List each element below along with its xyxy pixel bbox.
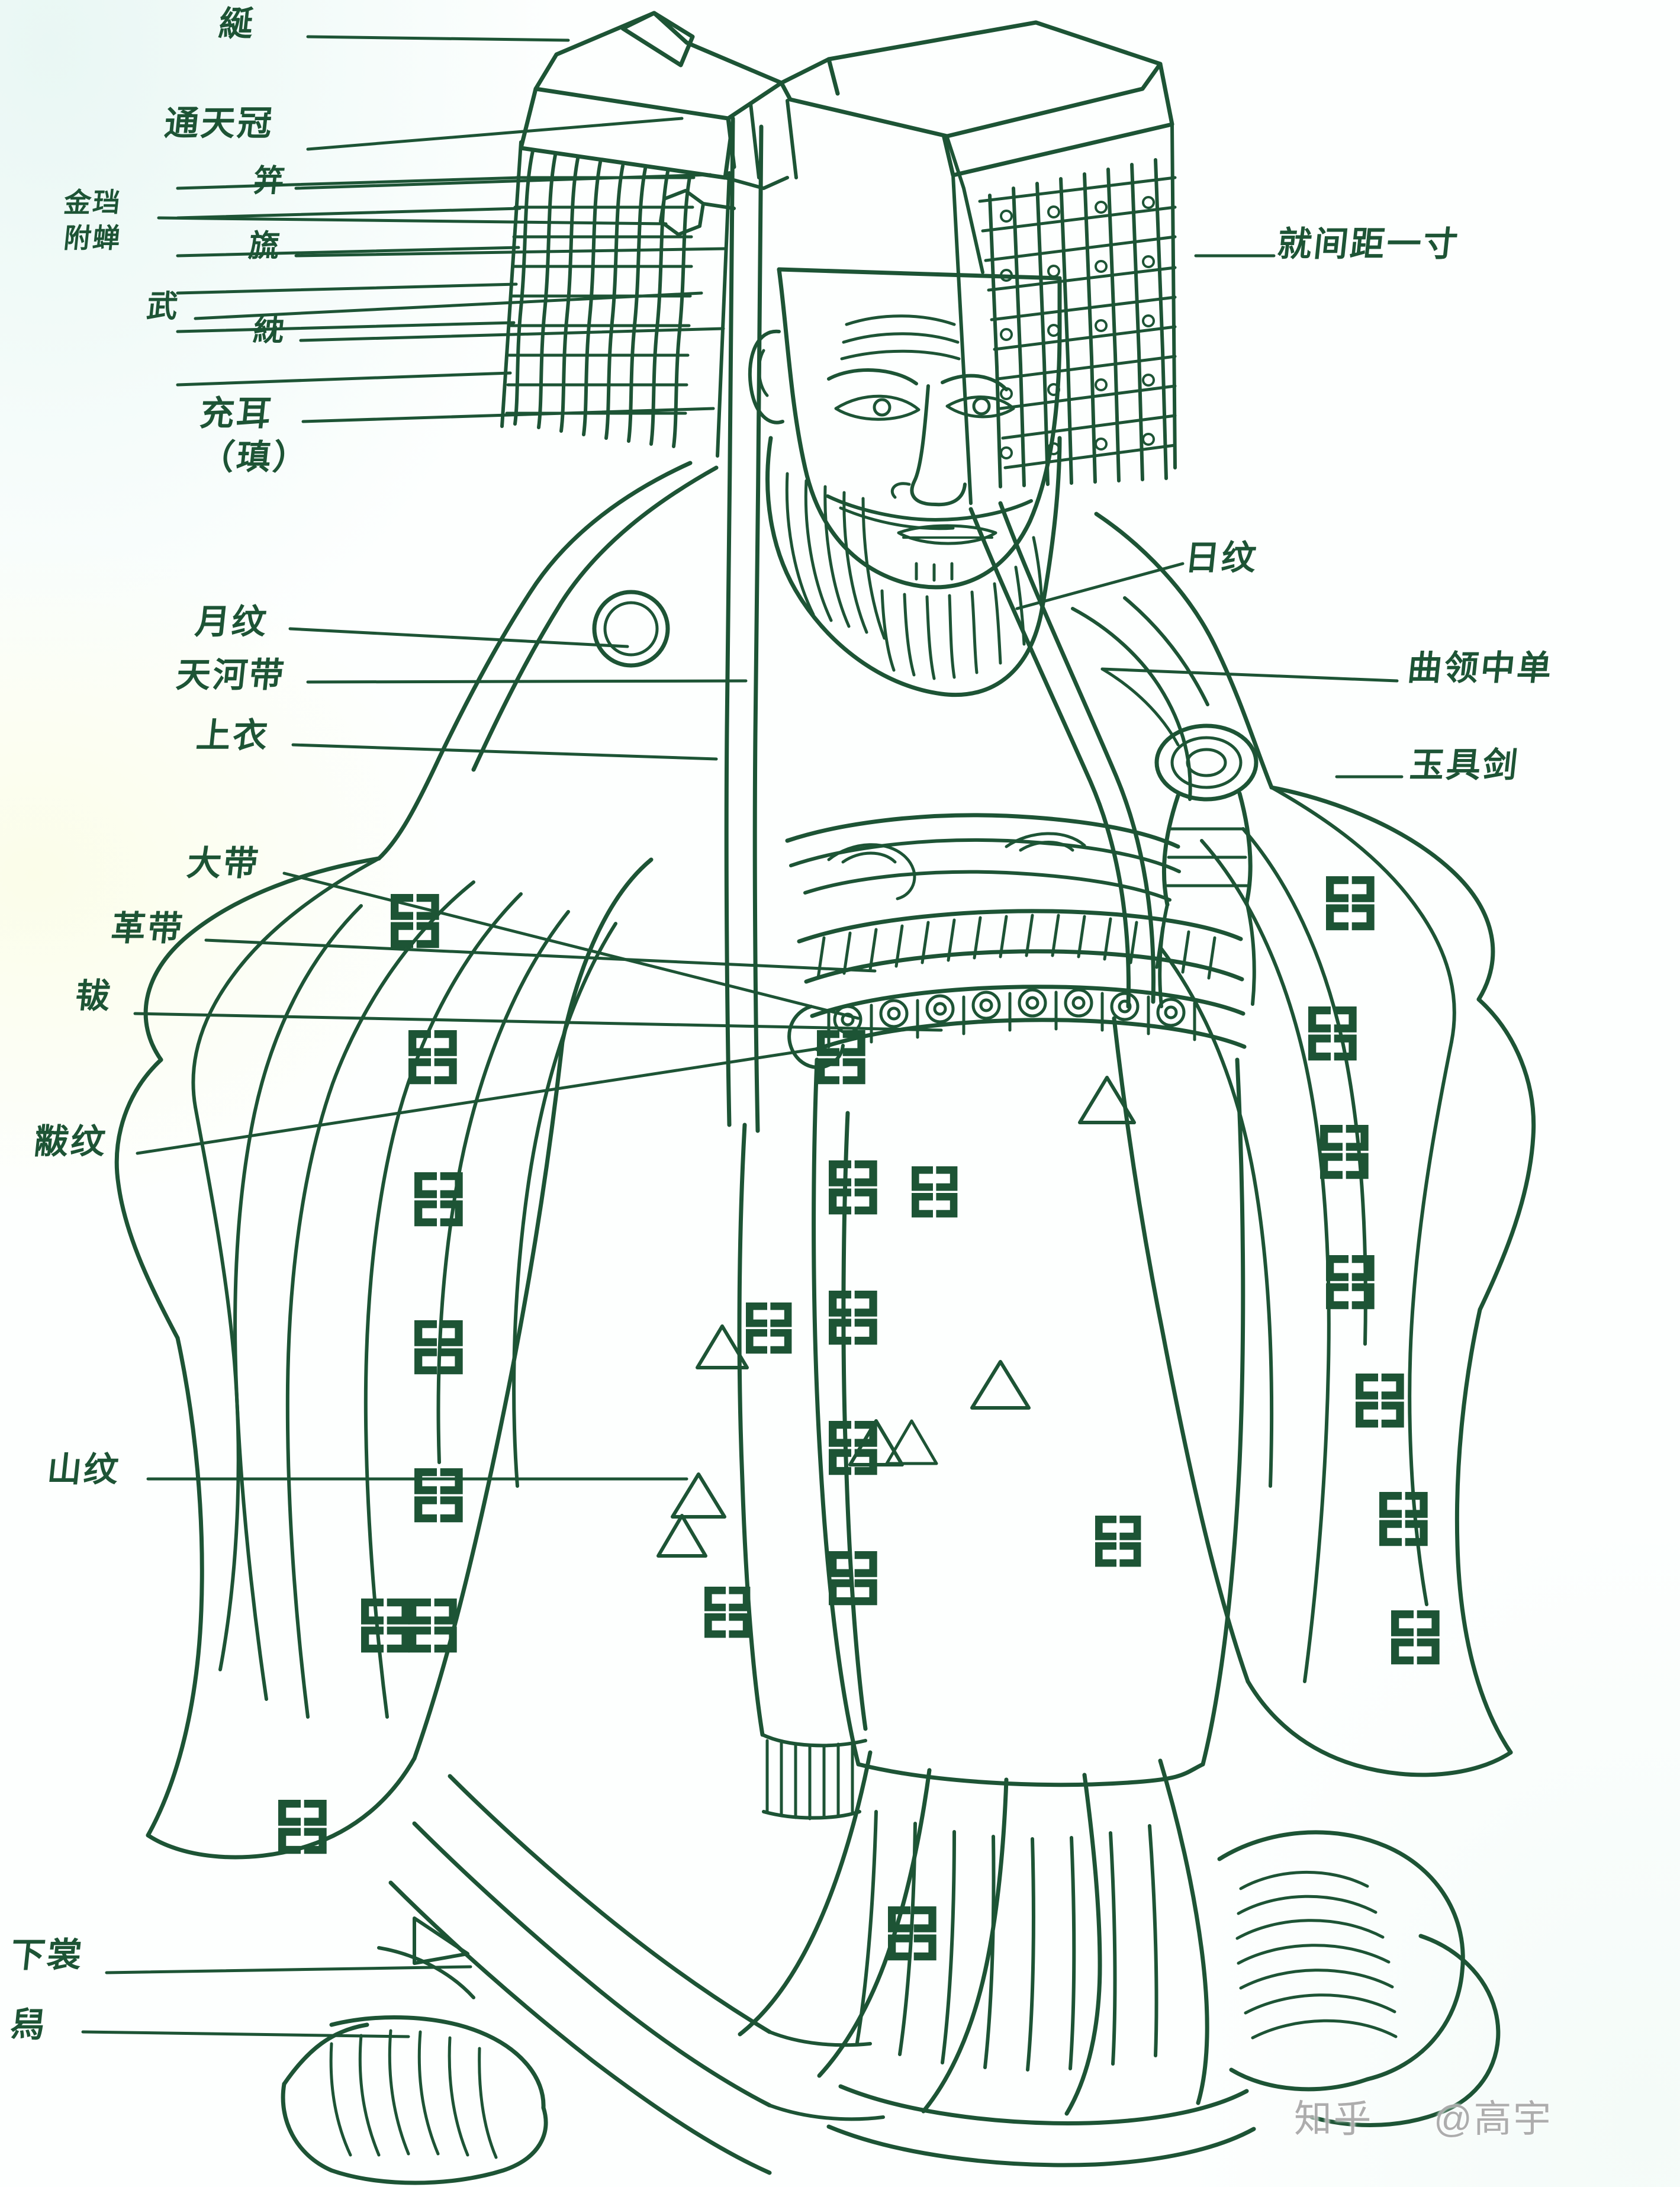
label-shangyi: 上衣 — [194, 716, 272, 755]
leader-line-jindang — [157, 216, 668, 226]
crown-beads-right — [945, 124, 1177, 505]
robe-upper — [376, 461, 1274, 1008]
leader-line-xiachang — [105, 1965, 472, 1974]
label-jindang: 金珰 — [62, 187, 124, 218]
leader-line-tongtianguan — [306, 117, 684, 151]
label-hong: 紞 — [251, 313, 288, 348]
shoes — [281, 1916, 548, 2185]
emperor-head — [724, 116, 1156, 1133]
label-xiachang: 下裳 — [8, 1936, 86, 1974]
watermark-handle: @高宇 — [1434, 2098, 1553, 2140]
label-shanwen: 山纹 — [45, 1451, 123, 1489]
leader-line-tianhedai — [306, 679, 748, 684]
leader-line-bi — [294, 173, 712, 190]
label-yan: 綖 — [217, 5, 258, 43]
shan-pattern-motifs — [656, 1076, 1136, 1558]
chest-panel — [785, 813, 1247, 1069]
label-riwen: 日纹 — [1183, 539, 1260, 577]
leader-line-wu — [194, 291, 703, 320]
label-yujujian: 玉具剑 — [1408, 746, 1521, 784]
label-chonger: 充耳 — [198, 394, 275, 433]
right-drapery — [1217, 1830, 1501, 2127]
leader-line-liu — [294, 247, 727, 258]
label-qulingzhongdan: 曲领中单 — [1405, 649, 1556, 687]
label-xi: 舄 — [8, 2006, 49, 2044]
label-chonger2: （瑱） — [198, 438, 311, 477]
leader-line-dadai — [282, 871, 860, 1020]
leader-line-riwen — [1015, 562, 1185, 610]
label-yuewen: 月纹 — [193, 603, 271, 641]
robe-lower — [388, 1057, 1256, 2175]
leader-line-yan — [306, 35, 570, 42]
label-tianhedai: 天河带 — [174, 656, 288, 694]
label-liu: 旒 — [246, 229, 284, 263]
label-bi: 笄 — [251, 164, 288, 198]
leader-line-gedai — [204, 938, 877, 973]
label-wu: 武 — [144, 290, 182, 324]
left-sleeve — [114, 856, 654, 1860]
label-jiujianju: 就间距一寸 — [1275, 225, 1462, 263]
label-fuchan: 附蝉 — [62, 223, 124, 253]
leader-line-qulingzhongdan — [1100, 667, 1399, 683]
label-fuwen: 黻纹 — [32, 1123, 110, 1161]
leader-lines — [81, 35, 1404, 2038]
label-gedai: 革带 — [109, 909, 186, 948]
label-tongtianguan: 通天冠 — [162, 104, 276, 143]
crown-board — [519, 11, 1174, 190]
label-dadai: 大带 — [185, 844, 262, 883]
right-sleeve — [1112, 785, 1536, 1777]
leader-line-chonger — [301, 407, 715, 423]
crown-beads-left — [176, 140, 736, 458]
watermark-brand: 知乎 — [1294, 2098, 1373, 2140]
leader-line-xi — [81, 2030, 410, 2038]
leader-line-yuewen — [288, 627, 629, 648]
leader-line-fuwen — [136, 1046, 825, 1155]
leader-line-hong — [299, 327, 725, 342]
label-fu: 韨 — [73, 977, 114, 1015]
leader-line-fu — [133, 1012, 943, 1032]
leader-line-shangyi — [291, 743, 718, 761]
